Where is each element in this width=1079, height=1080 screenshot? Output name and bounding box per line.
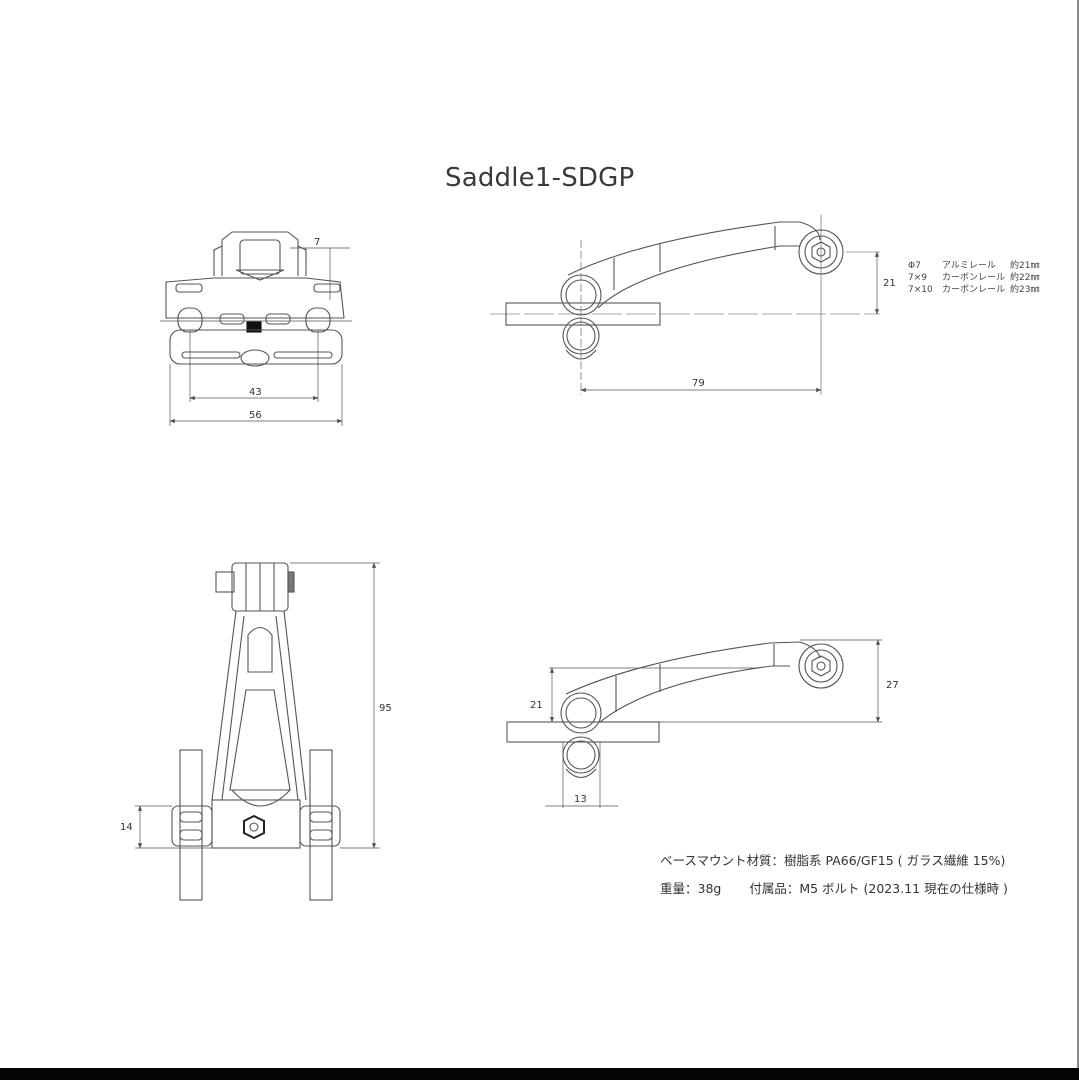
drawing-title: Saddle1-SDGP xyxy=(445,163,635,193)
dim-rail-width: 13 xyxy=(574,794,587,805)
rail-row: Φ7 アルミレール 約21㎜ xyxy=(908,261,1040,271)
side-view-bottom xyxy=(506,639,882,808)
dim-bottom-height: 95 xyxy=(379,703,392,714)
dim-side-height: 21 xyxy=(883,278,896,289)
dim-clamp-height: 14 xyxy=(120,822,133,833)
dim-top-offset: 7 xyxy=(314,237,320,248)
spec-accessories: 付属品：M5 ボルト (2023.11 現在の仕様時 ) xyxy=(749,881,1008,896)
spec-weight: 重量：38g xyxy=(660,881,722,896)
spec-material: ベースマウント材質：樹脂系 PA66/GF15 ( ガラス繊維 15%) xyxy=(660,853,1006,868)
dim-inner-width: 43 xyxy=(249,387,262,398)
rail-row: 7×9 カーボンレール 約22㎜ xyxy=(908,273,1040,283)
dim-outer-width: 56 xyxy=(249,410,262,421)
side-view-top xyxy=(490,215,880,395)
dim-low-height: 21 xyxy=(530,700,543,711)
front-view xyxy=(160,231,352,426)
dim-high-height: 27 xyxy=(886,680,899,691)
bottom-view xyxy=(135,562,380,901)
rail-row: 7×10 カーボンレール 約23㎜ xyxy=(908,285,1040,295)
spec-weight-accessories: 重量：38g 付属品：M5 ボルト (2023.11 現在の仕様時 ) xyxy=(660,878,1008,897)
dim-side-length: 79 xyxy=(692,378,705,389)
rail-compatibility-table: Φ7 アルミレール 約21㎜ 7×9 カーボンレール 約22㎜ 7×10 カーボ… xyxy=(908,260,1039,296)
bottom-black-bar xyxy=(0,1068,1079,1080)
